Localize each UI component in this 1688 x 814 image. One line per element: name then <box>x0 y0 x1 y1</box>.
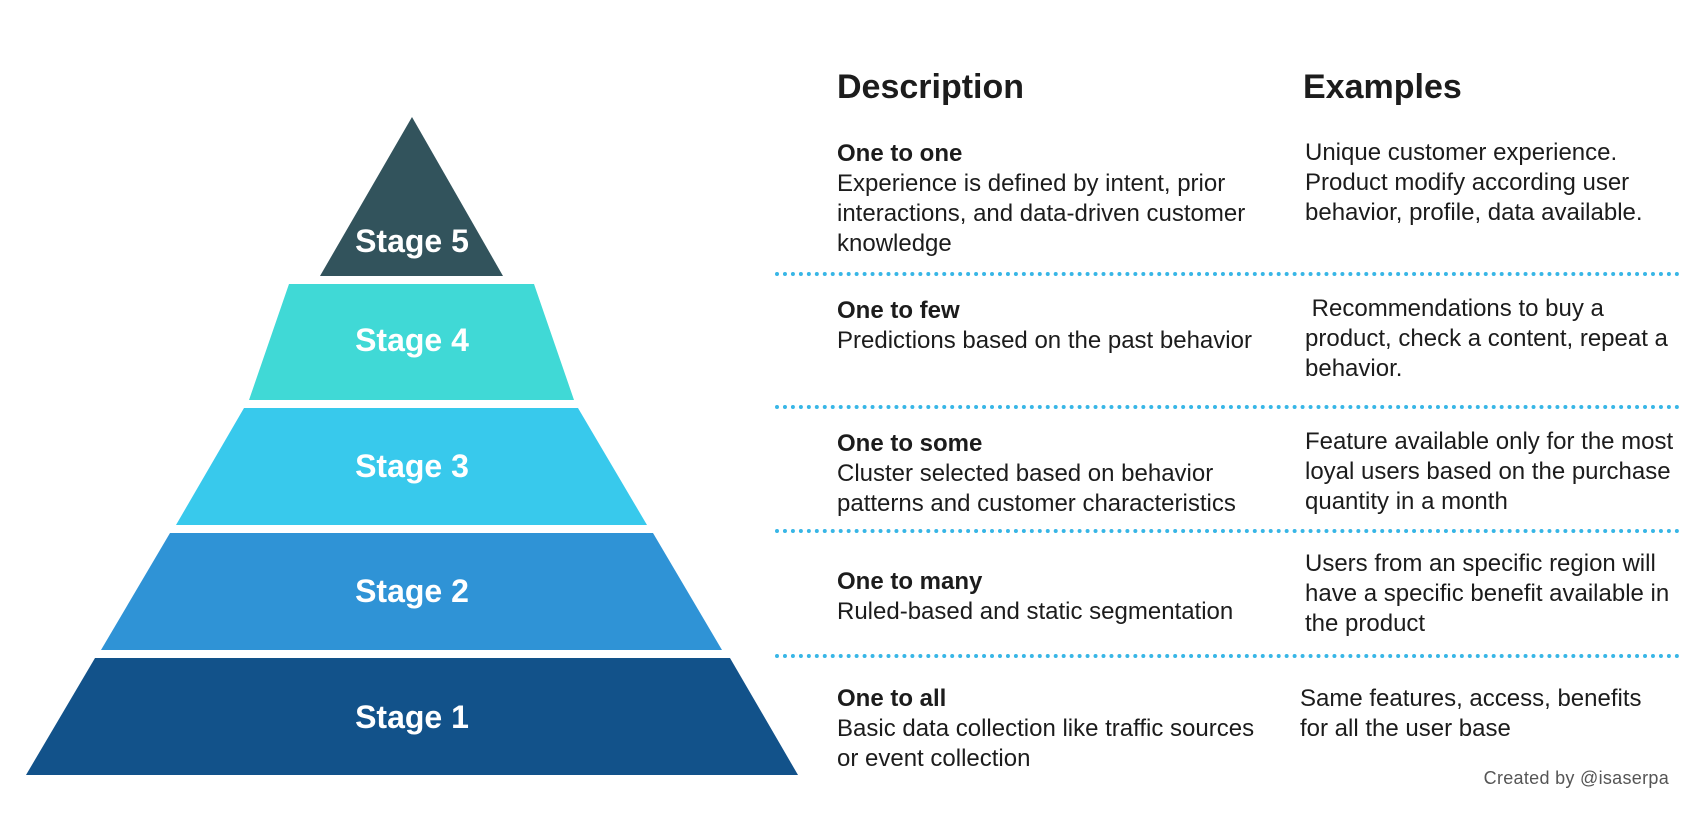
row-divider <box>775 272 1680 276</box>
stage-5-title: One to one <box>837 140 963 167</box>
stage-3-segment <box>176 408 647 525</box>
stage-1-description: One to all Basic data collection like tr… <box>837 684 1277 774</box>
stage-3-description-text: Cluster selected based on behavior patte… <box>837 460 1236 517</box>
stage-2-segment <box>101 533 722 650</box>
credit-text: Created by @isaserpa <box>1483 768 1669 788</box>
examples-header: Examples <box>1303 68 1462 106</box>
stage-5-label: Stage 5 <box>355 223 469 259</box>
stage-1-segment <box>26 658 798 775</box>
stage-5-example: Unique customer experience. Product modi… <box>1305 139 1643 226</box>
stage-4-example: Recommendations to buy a product, check … <box>1305 295 1675 382</box>
stage-1-label: Stage 1 <box>355 699 469 735</box>
stage-2-description: One to many Ruled-based and static segme… <box>837 567 1277 627</box>
stage-5-description-text: Experience is defined by intent, prior i… <box>837 170 1246 257</box>
description-header: Description <box>837 68 1025 106</box>
stage-1-description-text: Basic data collection like traffic sourc… <box>837 715 1255 772</box>
row-divider <box>775 654 1680 658</box>
stage-4-title: One to few <box>837 297 960 324</box>
stage-3-example: Feature available only for the most loya… <box>1305 428 1674 515</box>
stage-5-description: One to one Experience is defined by inte… <box>837 139 1277 259</box>
stage-1-example: Same features, access, benefits for all … <box>1300 685 1642 742</box>
stage-1-title: One to all <box>837 685 947 712</box>
stage-2-example: Users from an specific region will have … <box>1305 550 1670 637</box>
pyramid-diagram: Stage 5 Stage 4 Stage 3 Stage 2 Stage 1 <box>26 117 798 775</box>
stage-3-description: One to some Cluster selected based on be… <box>837 429 1277 519</box>
stage-3-title: One to some <box>837 430 983 457</box>
stage-2-title: One to many <box>837 568 983 595</box>
stage-3-label: Stage 3 <box>355 448 469 484</box>
stage-4-description-text: Predictions based on the past behavior <box>837 327 1252 354</box>
stage-2-description-text: Ruled-based and static segmentation <box>837 598 1234 625</box>
row-divider <box>775 405 1680 409</box>
stage-2-label: Stage 2 <box>355 573 469 609</box>
stage-5-segment <box>320 117 503 276</box>
stage-4-description: One to few Predictions based on the past… <box>837 296 1277 356</box>
stage-4-segment <box>249 284 574 400</box>
stage-4-label: Stage 4 <box>355 322 469 358</box>
row-divider <box>775 529 1680 533</box>
